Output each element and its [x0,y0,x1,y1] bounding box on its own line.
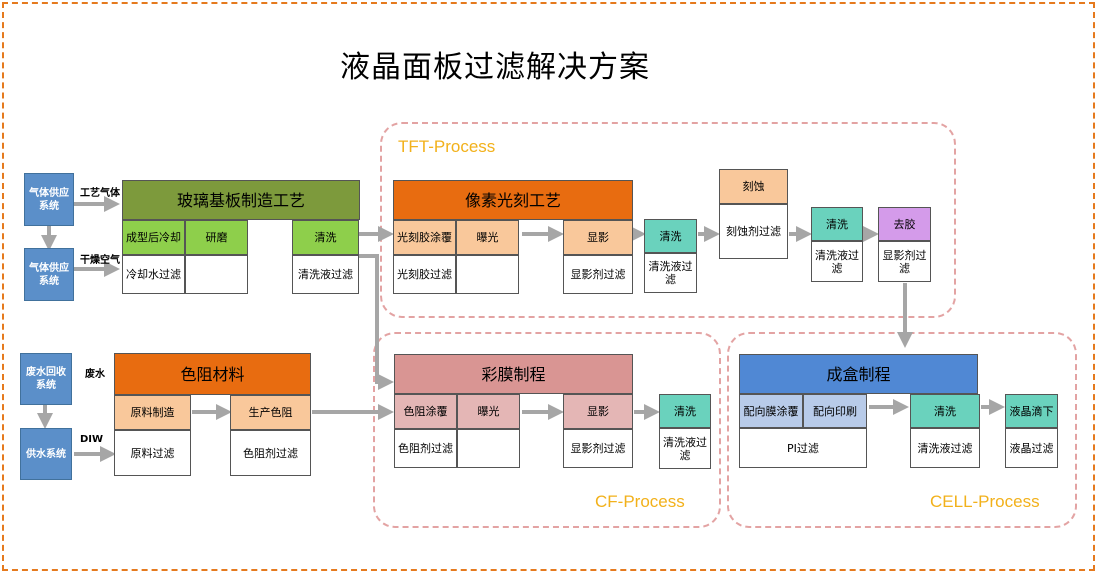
cell-pi-coat: 配向膜涂覆 [739,394,803,428]
cell-pi-filter: PI过滤 [739,428,867,468]
page-title: 液晶面板过滤解决方案 [340,50,650,85]
cf-develop-filter: 显影剂过滤 [563,429,633,468]
gas-supply-box-2: 气体供应系统 [24,248,74,301]
glass-empty-cell [185,255,248,294]
tft-clean-filter: 清洗液过滤 [644,253,697,293]
dry-air-label: 干燥空气 [80,255,120,266]
glass-cleaning: 清洗 [292,220,359,255]
raw-filter: 原料过滤 [114,430,191,476]
tft-etch: 刻蚀 [719,169,788,204]
water-supply-box: 供水系统 [20,428,72,480]
cf-process-group [373,332,721,528]
cell-process-label: CELL-Process [930,492,1040,511]
tft-header: 像素光刻工艺 [393,180,633,220]
cell-clean-filter: 清洗液过滤 [910,428,980,468]
tft-clean2-filter: 清洗液过滤 [811,241,863,282]
cell-clean: 清洗 [910,394,980,428]
cell-drop-filter: 液晶过滤 [1005,428,1058,468]
tft-clean: 清洗 [644,219,697,253]
cell-pi-print: 配向印刷 [803,394,867,428]
tft-process-label: TFT-Process [398,137,496,156]
glass-forming: 成型后冷却 [122,220,185,255]
tft-process-group [380,122,956,318]
resist-filter: 色阻剂过滤 [230,430,311,476]
cf-clean: 清洗 [659,394,711,428]
tft-develop: 显影 [563,220,633,255]
tft-strip: 去胶 [878,207,931,241]
tft-clean2: 清洗 [811,207,863,241]
glass-grinding: 研磨 [185,220,248,255]
cf-coat-filter: 色阻剂过滤 [394,429,457,468]
cf-clean-filter: 清洗液过滤 [659,428,711,469]
glass-header: 玻璃基板制造工艺 [122,180,360,220]
cf-coat: 色阻涂覆 [394,394,457,429]
glass-cooling-filter: 冷却水过滤 [122,255,185,294]
glass-clean-filter: 清洗液过滤 [292,255,359,294]
cf-develop: 显影 [563,394,633,429]
produce-resist: 生产色阻 [230,395,311,430]
tft-strip-filter: 显影剂过滤 [878,241,931,282]
tft-etch-filter: 刻蚀剂过滤 [719,204,788,259]
tft-empty-cell [456,255,519,294]
cf-empty-cell [457,429,520,468]
waste-water-label: 废水 [85,369,105,380]
tft-develop-filter: 显影剂过滤 [563,255,633,294]
diw-label: DIW [80,434,104,445]
cell-drop: 液晶滴下 [1005,394,1058,428]
cf-header: 彩膜制程 [394,354,633,394]
process-gas-label: 工艺气体 [80,188,120,199]
cell-header: 成盒制程 [739,354,978,394]
tft-expose: 曝光 [456,220,519,255]
cf-process-label: CF-Process [595,492,685,511]
tft-coat-filter: 光刻胶过滤 [393,255,456,294]
tft-coat: 光刻胶涂覆 [393,220,456,255]
color-material-header: 色阻材料 [114,353,311,395]
cf-expose: 曝光 [457,394,520,429]
waste-water-box: 废水回收系统 [20,353,72,405]
raw-manufacturing: 原料制造 [114,395,191,430]
arrow-glass-cf [356,254,394,390]
gas-supply-box-1: 气体供应系统 [24,173,74,226]
